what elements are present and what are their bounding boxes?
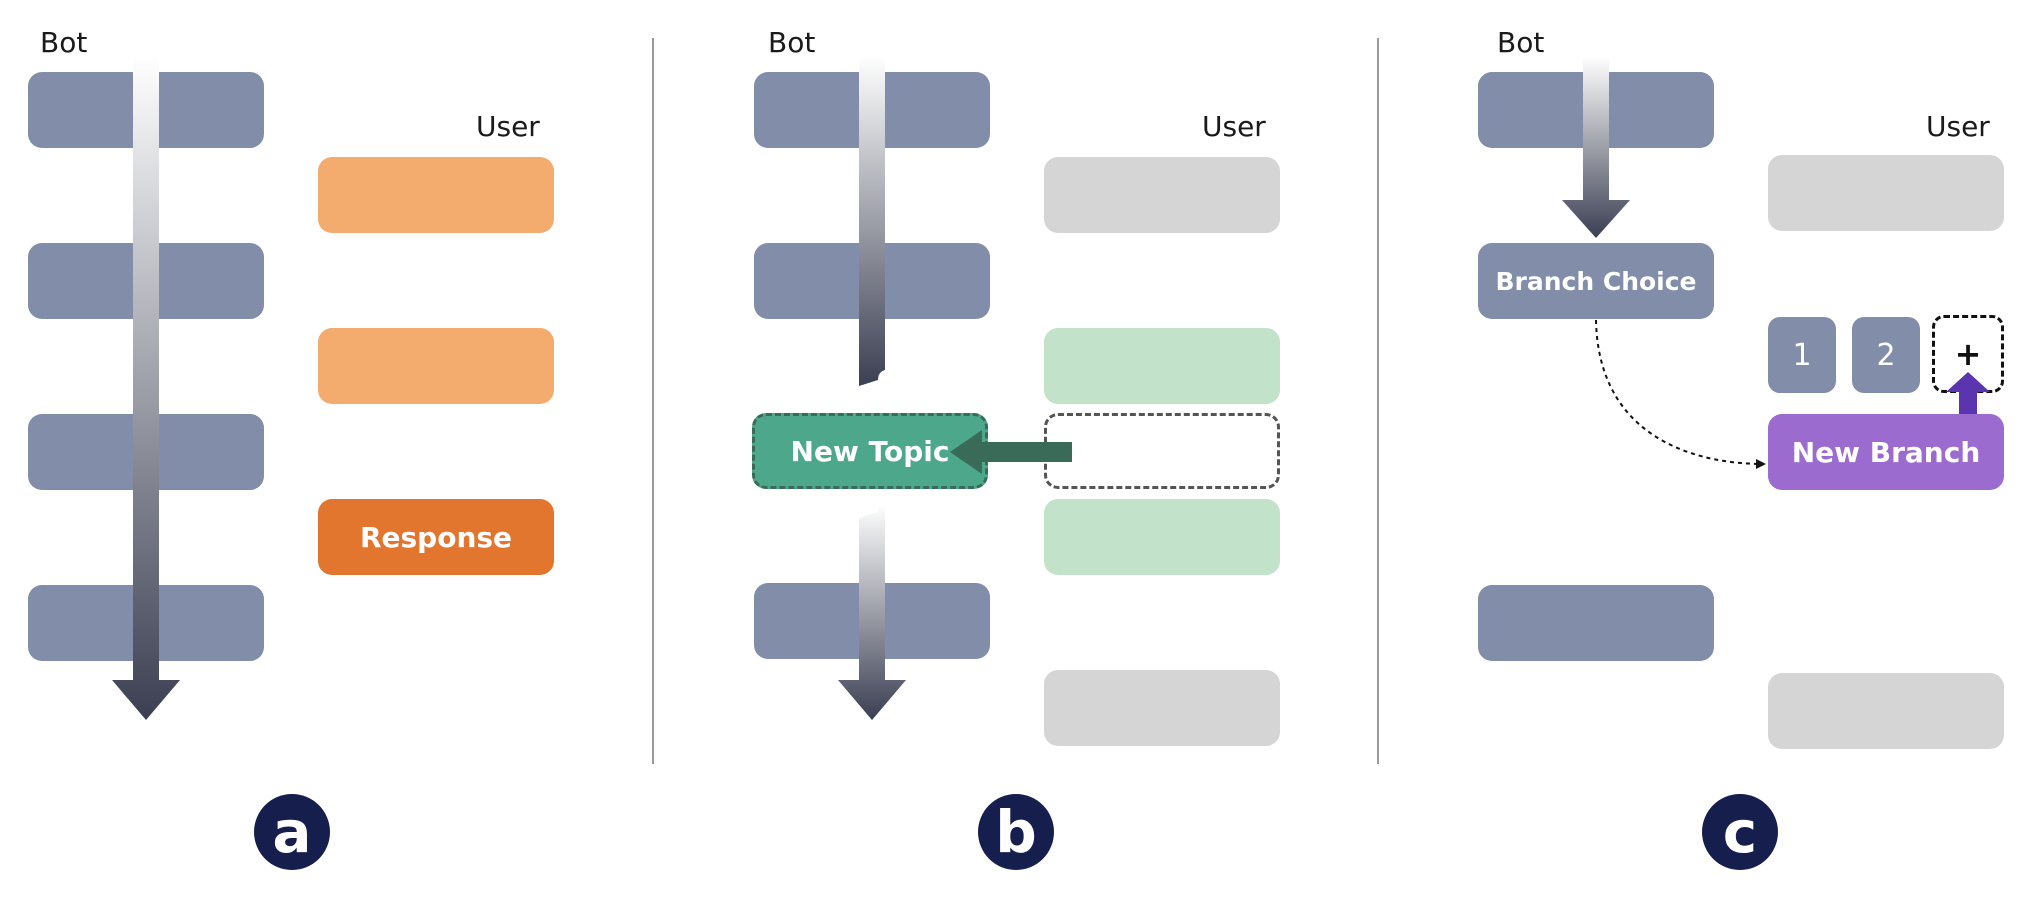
panel-letter-b: b (978, 794, 1054, 870)
panel-letter-c: c (1702, 794, 1778, 870)
user-message (318, 328, 554, 404)
branch-option-2: 2 (1852, 317, 1920, 393)
down-arrow-icon (112, 56, 180, 720)
user-message (1044, 157, 1280, 233)
user-label: User (1926, 110, 1990, 143)
user-message (1768, 673, 2004, 749)
bot-label: Bot (40, 26, 88, 59)
up-arrow-icon (1946, 372, 1990, 416)
user-message (318, 157, 554, 233)
bot-label: Bot (1497, 26, 1545, 59)
dotted-curve-arrow-icon (1595, 319, 1766, 469)
user-message (1768, 155, 2004, 231)
user-message (1044, 328, 1280, 404)
bot-label: Bot (768, 26, 816, 59)
panel-letter-a: a (254, 794, 330, 870)
user-label: User (476, 110, 540, 143)
down-arrow-icon (1562, 56, 1630, 238)
new-topic-box: New Topic (752, 413, 988, 489)
new-branch-box: New Branch (1768, 414, 2004, 490)
bot-message (1478, 585, 1714, 661)
panel-divider (1377, 38, 1379, 764)
user-message (1044, 499, 1280, 575)
branch-option-1: 1 (1768, 317, 1836, 393)
response-box: Response (318, 499, 554, 575)
down-arrow-icon (838, 56, 906, 720)
user-label: User (1202, 110, 1266, 143)
user-message (1044, 670, 1280, 746)
left-arrow-icon (950, 430, 1072, 474)
placeholder-user-message (1044, 413, 1280, 489)
panel-divider (652, 38, 654, 764)
branch-choice-box: Branch Choice (1478, 243, 1714, 319)
